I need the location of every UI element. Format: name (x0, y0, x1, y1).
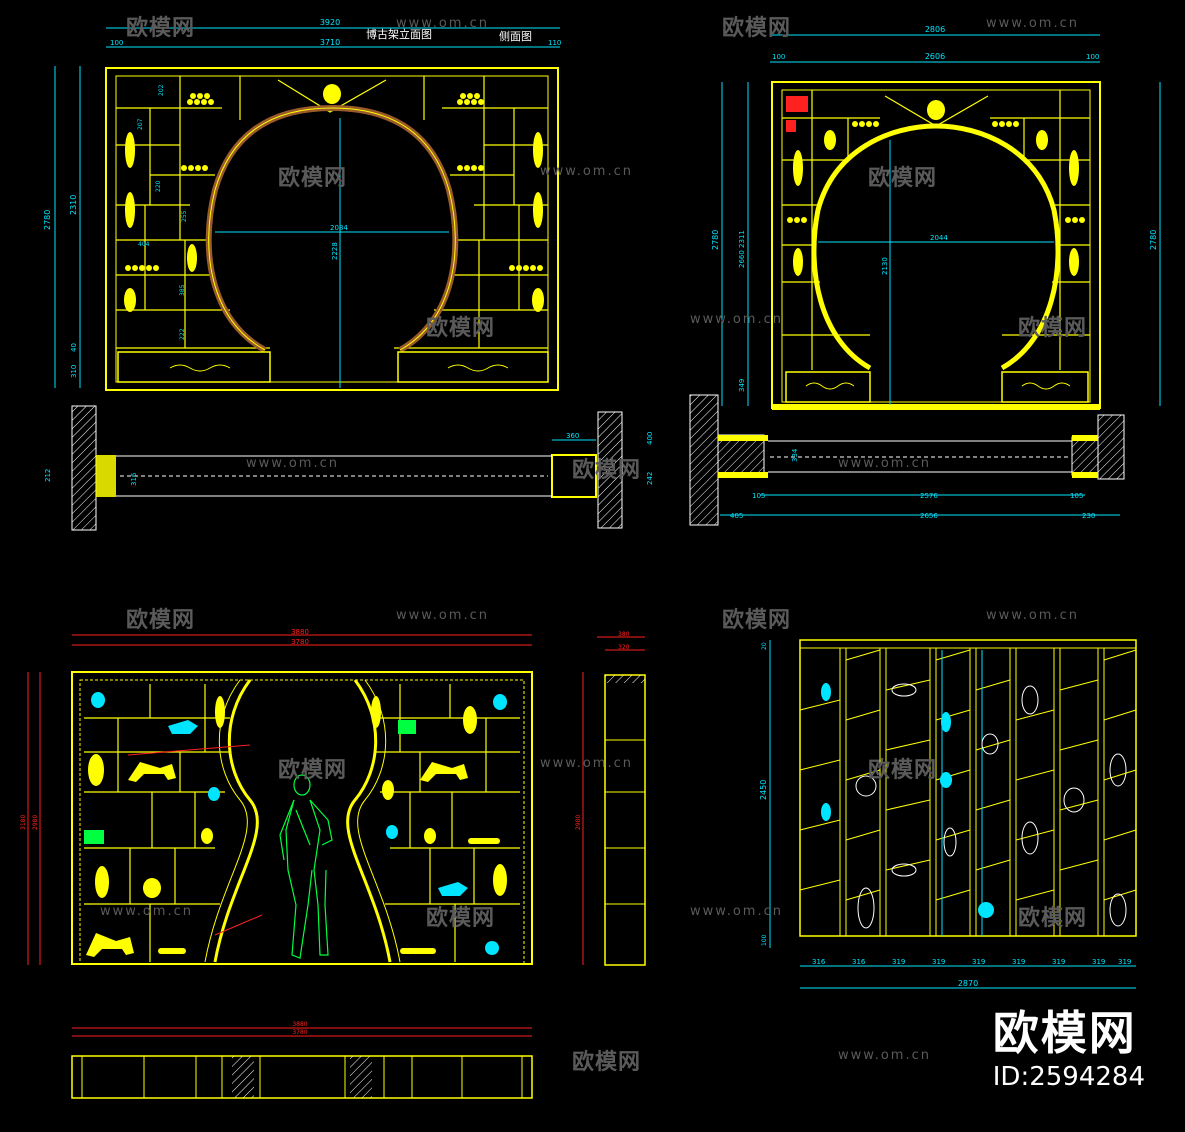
p1-dim-d2: 207 (137, 118, 144, 130)
p3-plan-total: 3880 (292, 1021, 307, 1028)
p3-dim-height: 3180 (20, 815, 27, 830)
panel3-elevation: 3880 3780 3180 2980 (20, 628, 646, 1099)
p1-plan-wall2: 242 (646, 472, 654, 485)
p4-mod-2: 319 (892, 958, 905, 966)
p2-dim-inner: 2606 (925, 52, 945, 61)
brand-id: ID:2594284 (992, 1062, 1145, 1092)
p2-plan-d: 405 (730, 512, 743, 520)
p2-dim-right: 100 (1086, 53, 1099, 61)
panel2-elevation: 2806 2606 100 100 2780 2780 2660 2311 34… (689, 25, 1161, 526)
p3-side-h: 2980 (575, 815, 582, 830)
p1-dim-arch-w: 2084 (330, 224, 348, 232)
p2-dim-sub: 2660 2311 (738, 230, 746, 268)
p1-dim-right: 110 (548, 39, 561, 47)
p1-dim-subheight: 2310 (69, 195, 78, 215)
panel1-elevation: 3920 3710 100 110 博古架立面图 侧面图 2780 2310 3… (43, 18, 654, 531)
panel4-elevation: 2450 100 20 (759, 639, 1137, 989)
p2-dim-base: 349 (738, 379, 746, 392)
p1-side-title: 侧面图 (499, 30, 532, 43)
p1-dim-total: 3920 (320, 18, 340, 27)
p1-plan-depth: 360 (566, 432, 579, 440)
p4-mod-0: 316 (812, 958, 826, 966)
human-figure-icon (279, 774, 333, 959)
p2-dim-height-right: 2780 (1149, 230, 1158, 250)
p1-dim-arch-h: 2228 (331, 242, 339, 260)
p2-dim-total: 2806 (925, 25, 945, 34)
p1-title: 博古架立面图 (366, 27, 432, 41)
p2-dim-height-left: 2780 (711, 230, 720, 250)
p3-dim-inner: 3780 (291, 638, 309, 646)
p1-plan-wall1: 400 (646, 432, 654, 445)
p4-dim-top: 20 (761, 642, 768, 650)
p1-dim-base1: 310 (70, 365, 78, 378)
p2-plan-c: 105 (1070, 492, 1083, 500)
p2-dim-arch-w: 2044 (930, 234, 948, 242)
p3-dim-sub: 2980 (32, 815, 39, 830)
p1-dim-d6: 385 (179, 284, 186, 296)
p1-dim-base2: 40 (70, 343, 78, 352)
p4-mod-7: 319 (1092, 958, 1105, 966)
p4-mod-1: 316 (852, 958, 866, 966)
p2-plan-e: 2656 (920, 512, 938, 520)
p4-mod-5: 319 (1012, 958, 1025, 966)
p1-dim-left: 100 (110, 39, 123, 47)
p2-dim-arch-h: 2130 (881, 257, 889, 275)
p4-mod-4: 319 (972, 958, 985, 966)
p1-dim-d5: 404 (138, 241, 150, 248)
p1-plan-w1: 316 (130, 472, 138, 486)
p4-mod-6: 319 (1052, 958, 1065, 966)
p4-dim-height: 2450 (759, 780, 768, 800)
p4-dim-bottom: 100 (761, 934, 768, 946)
p1-dim-height: 2780 (43, 210, 52, 230)
p1-dim-inner: 3710 (320, 38, 340, 47)
p2-dim-left: 100 (772, 53, 785, 61)
p1-plan-w2: 212 (44, 469, 52, 482)
p4-mod-3: 319 (932, 958, 945, 966)
brand-block: 欧模网 ID:2594284 (993, 1010, 1145, 1092)
p3-plan-inner: 3780 (292, 1029, 307, 1036)
p1-dim-d7: 222 (179, 328, 186, 340)
p3-side-w1: 380 (618, 631, 630, 638)
p3-side-w2: 320 (618, 644, 630, 651)
p1-dim-d3: 220 (155, 180, 162, 192)
brand-name: 欧模网 (992, 1006, 1137, 1060)
p1-dim-d1: 202 (158, 84, 165, 96)
p4-mod-8: 319 (1118, 958, 1131, 966)
p2-plan-a: 105 (752, 492, 765, 500)
p2-plan-f: 230 (1082, 512, 1095, 520)
p2-plan-depth: 334 (791, 448, 799, 462)
p2-plan-b: 2576 (920, 492, 938, 500)
p3-dim-total: 3880 (291, 628, 309, 636)
p1-dim-d4: 255 (181, 210, 188, 222)
p4-dim-total: 2870 (958, 979, 978, 988)
